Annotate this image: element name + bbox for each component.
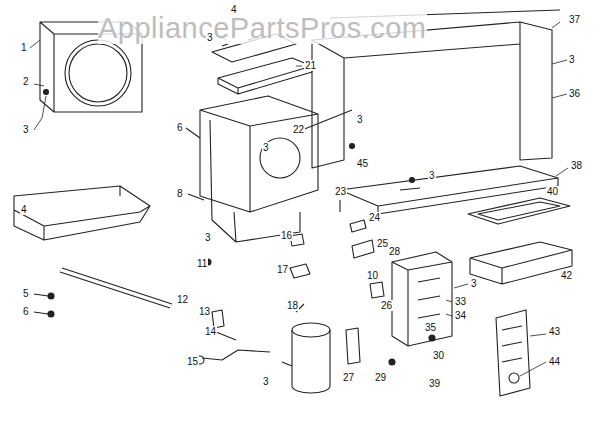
callout-number: 24 — [368, 212, 381, 223]
callout-number: 3 — [204, 232, 212, 243]
callout-number: 22 — [292, 124, 305, 135]
callout-number: 27 — [342, 372, 355, 383]
callout-number: 37 — [568, 14, 581, 25]
callout-number: 26 — [380, 300, 393, 311]
callout-number: 35 — [424, 322, 437, 333]
callout-number: 23 — [334, 186, 347, 197]
callout-number: 29 — [374, 372, 387, 383]
callout-number: 5 — [22, 288, 30, 299]
callout-number: 39 — [428, 378, 441, 389]
callout-number: 17 — [276, 264, 289, 275]
callout-number: 10 — [366, 270, 379, 281]
callout-number: 12 — [176, 294, 189, 305]
callout-number: 3 — [356, 114, 364, 125]
callout-number: 3 — [428, 170, 436, 181]
callout-number: 3 — [470, 278, 478, 289]
callout-number: 28 — [388, 246, 401, 257]
callout-number: 8 — [176, 188, 184, 199]
callout-number: 6 — [22, 306, 30, 317]
callout-number: 33 — [454, 296, 467, 307]
callout-number: 1 — [20, 42, 28, 53]
callout-number: 3 — [568, 54, 576, 65]
callout-number: 4 — [20, 204, 28, 215]
callout-number: 4 — [230, 4, 238, 15]
callout-number: 18 — [286, 300, 299, 311]
watermark: AppliancePartsPros.com — [98, 12, 427, 44]
callout-number: 14 — [204, 326, 217, 337]
callout-number: 6 — [176, 122, 184, 133]
callout-number: 42 — [560, 270, 573, 281]
callout-number: 2 — [22, 76, 30, 87]
callout-number: 44 — [548, 356, 561, 367]
callout-number: 13 — [198, 306, 211, 317]
callout-number: 30 — [432, 350, 445, 361]
callout-number: 36 — [568, 88, 581, 99]
callout-number: 34 — [454, 310, 467, 321]
callout-number: 38 — [570, 160, 583, 171]
callout-number: 3 — [22, 124, 30, 135]
callout-number: 43 — [548, 326, 561, 337]
callout-number: 3 — [262, 142, 270, 153]
callout-number: 11 — [196, 258, 208, 269]
callout-number: 16 — [280, 230, 293, 241]
callout-number: 45 — [356, 158, 369, 169]
callout-number: 15 — [186, 356, 199, 367]
callout-number: 3 — [262, 376, 270, 387]
callout-number: 3 — [206, 32, 214, 43]
callout-number: 21 — [304, 60, 317, 71]
callout-number: 40 — [546, 186, 559, 197]
